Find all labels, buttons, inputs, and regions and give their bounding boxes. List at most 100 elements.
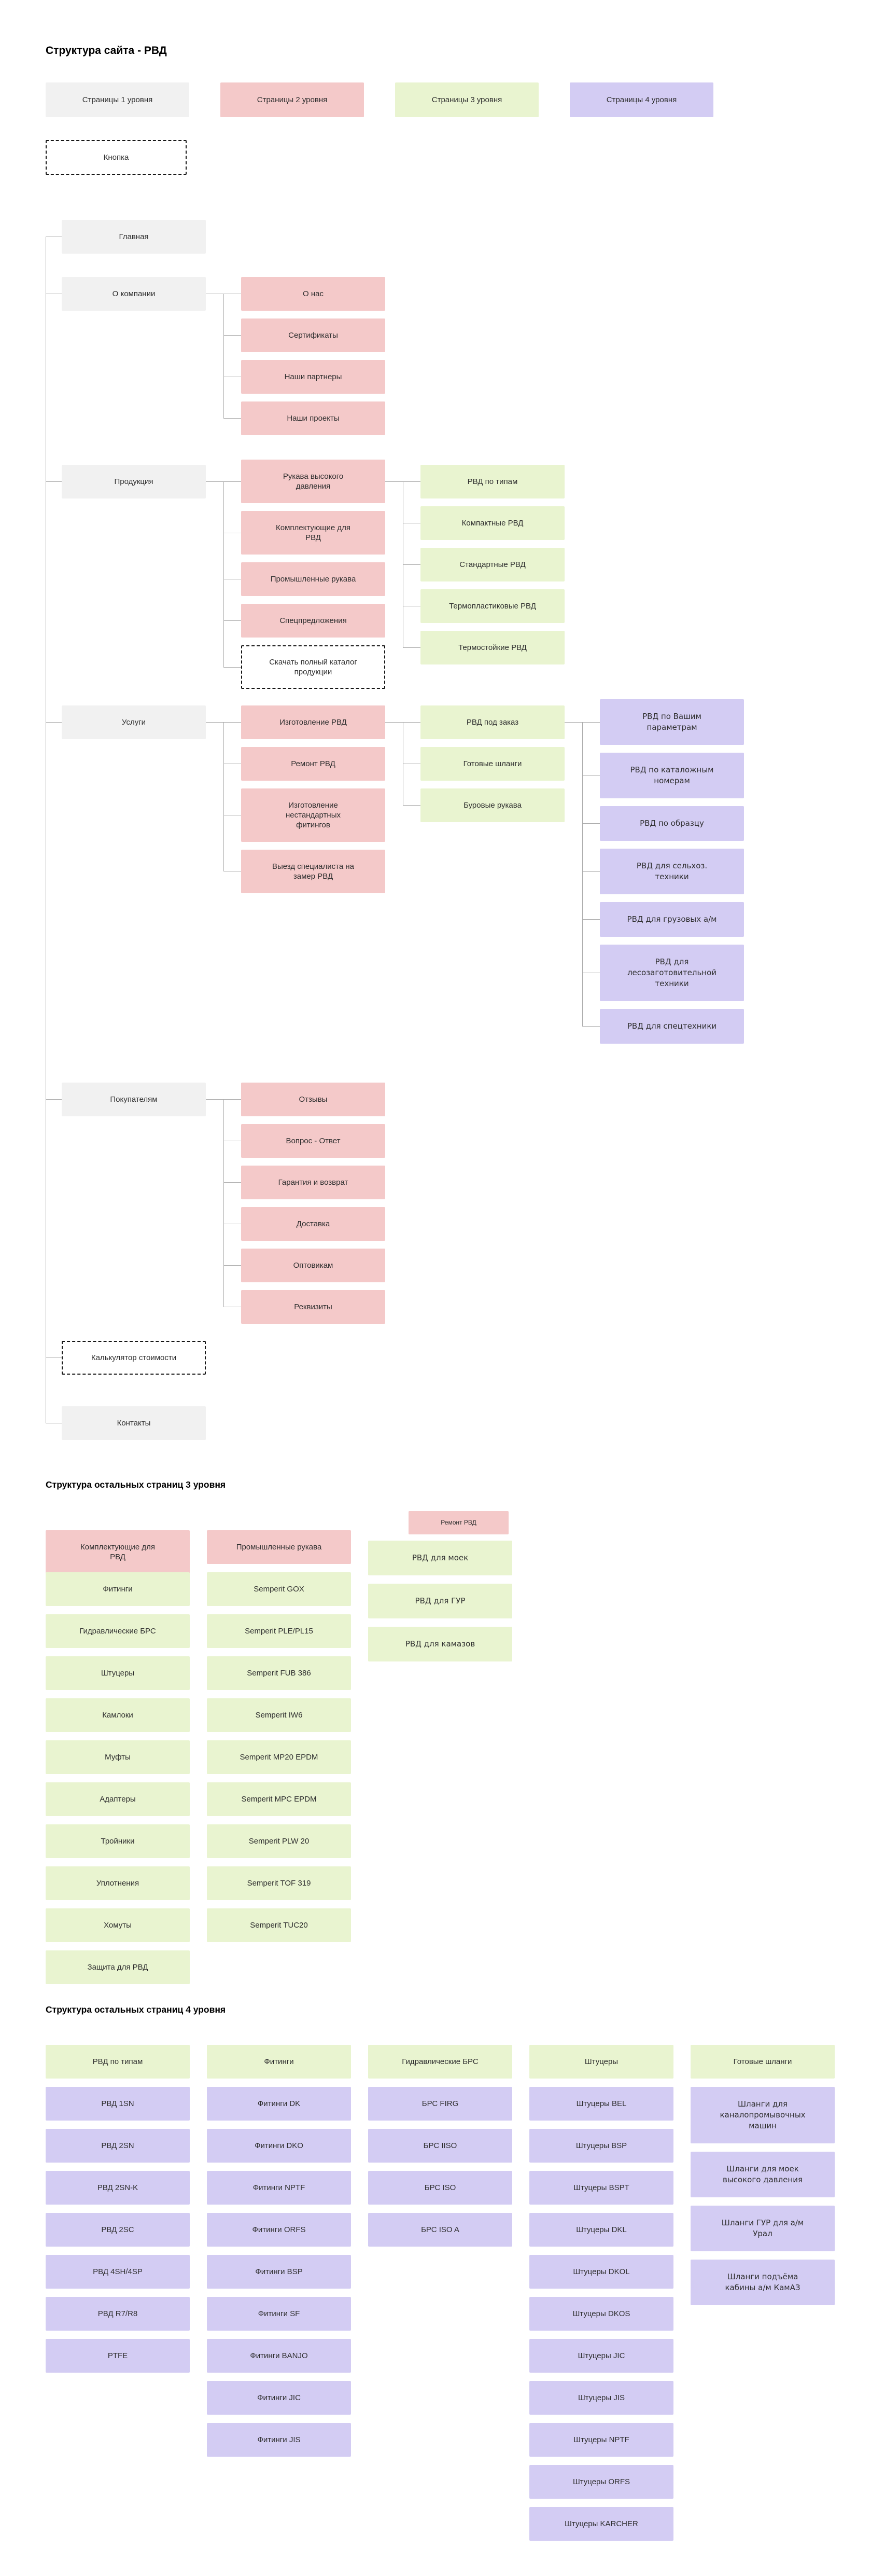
- tree-node-level-1: Услуги: [62, 705, 206, 739]
- section3-item: РВД для моек: [368, 1541, 512, 1575]
- section3-item: Фитинги: [46, 1572, 190, 1606]
- tree-node-level-2: Комплектующие для РВД: [241, 511, 385, 555]
- section3-column-header: Комплектующие для РВД: [46, 1530, 190, 1574]
- connector-line: [582, 1026, 600, 1027]
- connector-line: [223, 418, 241, 419]
- tree-node-level-2: Реквизиты: [241, 1290, 385, 1324]
- section3-item: Штуцеры: [46, 1656, 190, 1690]
- tree-node-level-4: РВД по образцу: [600, 806, 744, 841]
- section4-item: Фитинги BANJO: [207, 2339, 351, 2373]
- section4-item: Штуцеры BSP: [529, 2129, 673, 2163]
- section4-column-header: РВД по типам: [46, 2045, 190, 2079]
- tree-node-level-3: Готовые шланги: [420, 746, 565, 781]
- tree-node-level-2: Рукава высокого давления: [241, 460, 385, 503]
- connector-line: [223, 481, 224, 667]
- section4-item: РВД 2SN-K: [46, 2171, 190, 2205]
- legend-level-3: Страницы 3 уровня: [395, 82, 539, 117]
- section3-item: Гидравлические БРС: [46, 1614, 190, 1648]
- connector-line: [403, 481, 420, 482]
- section3-item: Уплотнения: [46, 1866, 190, 1900]
- section3-item: Semperit PLE/PL15: [207, 1614, 351, 1648]
- connector-line: [582, 722, 600, 723]
- connector-line: [385, 481, 403, 482]
- connector-line: [223, 1099, 224, 1307]
- section4-item: PTFE: [46, 2339, 190, 2373]
- section4-item: Фитинги NPTF: [207, 2171, 351, 2205]
- section4-item: Фитинги DK: [207, 2087, 351, 2121]
- connector-line: [223, 620, 241, 621]
- section4-column-header: Гидравлические БРС: [368, 2045, 512, 2079]
- section3-item: Semperit MPC EPDM: [207, 1782, 351, 1816]
- section4-item: Фитинги JIC: [207, 2381, 351, 2415]
- connector-line: [223, 335, 241, 336]
- connector-line: [46, 1099, 62, 1100]
- connector-line: [223, 667, 241, 668]
- tree-node-level-3: Стандартные РВД: [420, 547, 565, 581]
- connector-line: [206, 1099, 223, 1100]
- tree-node-level-4: РВД для спецтехники: [600, 1009, 744, 1044]
- connector-line: [582, 775, 600, 776]
- section4-item: Фитинги ORFS: [207, 2213, 351, 2247]
- tree-node-level-3: РВД по типам: [420, 464, 565, 498]
- section4-item: Фитинги SF: [207, 2297, 351, 2331]
- section4-item: РВД 1SN: [46, 2087, 190, 2121]
- section4-item: Фитинги JIS: [207, 2423, 351, 2457]
- tree-node-level-2: Наши проекты: [241, 401, 385, 435]
- tree-node-level-2: Отзывы: [241, 1082, 385, 1116]
- section3-item: Адаптеры: [46, 1782, 190, 1816]
- section4-item: Шланги для моек высокого давления: [691, 2152, 835, 2197]
- tree-node-level-1: Контакты: [62, 1406, 206, 1440]
- tree-node-level-2: Выезд специалиста на замер РВД: [241, 849, 385, 893]
- section4-item: Фитинги BSP: [207, 2255, 351, 2289]
- section4-item: Фитинги DKO: [207, 2129, 351, 2163]
- tree-button-node: Скачать полный каталог продукции: [241, 645, 385, 689]
- connector-line: [582, 919, 600, 920]
- connector-line: [403, 647, 420, 648]
- section3-item: Semperit MP20 EPDM: [207, 1740, 351, 1774]
- section4-item: БРС FIRG: [368, 2087, 512, 2121]
- section4-item: РВД 2SC: [46, 2213, 190, 2247]
- section4-item: Штуцеры NPTF: [529, 2423, 673, 2457]
- section3-item: Защита для РВД: [46, 1950, 190, 1984]
- tree-node-level-2: Изготовление РВД: [241, 705, 385, 739]
- connector-line: [582, 823, 600, 824]
- section4-item: БРС ISO A: [368, 2213, 512, 2247]
- legend-level-4: Страницы 4 уровня: [570, 82, 713, 117]
- tree-node-level-1: Главная: [62, 219, 206, 254]
- connector-line: [46, 722, 62, 723]
- section4-item: БРС ISO: [368, 2171, 512, 2205]
- section4-item: Штуцеры DKOL: [529, 2255, 673, 2289]
- section3-item: Semperit TUC20: [207, 1908, 351, 1942]
- tree-node-level-2: Спецпредложения: [241, 604, 385, 638]
- connector-line: [403, 564, 420, 565]
- section3-item: Semperit PLW 20: [207, 1824, 351, 1858]
- section3-column-header: Промышленные рукава: [207, 1530, 351, 1564]
- connector-line: [385, 722, 403, 723]
- section4-item: Штуцеры JIC: [529, 2339, 673, 2373]
- tree-button-node: Калькулятор стоимости: [62, 1340, 206, 1375]
- section4-item: Шланги подъёма кабины а/м КамАЗ: [691, 2260, 835, 2305]
- section3-item: РВД для камазов: [368, 1627, 512, 1661]
- tree-node-level-4: РВД по каталожным номерам: [600, 753, 744, 798]
- tree-node-level-3: РВД под заказ: [420, 705, 565, 739]
- section4-column-header: Штуцеры: [529, 2045, 673, 2079]
- tree-node-level-2: Доставка: [241, 1207, 385, 1241]
- section4-item: Штуцеры BSPT: [529, 2171, 673, 2205]
- button-legend-node: Кнопка: [46, 140, 187, 175]
- section3-item: Semperit GOX: [207, 1572, 351, 1606]
- tree-node-level-1: О компании: [62, 276, 206, 311]
- section4-item: Штуцеры KARCHER: [529, 2507, 673, 2541]
- connector-line: [223, 1099, 241, 1100]
- section4-item: Шланги ГУР для а/м Урал: [691, 2206, 835, 2251]
- connector-line: [223, 294, 224, 418]
- connector-line: [403, 722, 420, 723]
- section3-item: Semperit TOF 319: [207, 1866, 351, 1900]
- section3-item: Semperit FUB 386: [207, 1656, 351, 1690]
- tree-node-level-2: Промышленные рукава: [241, 562, 385, 596]
- tree-node-level-2: Оптовикам: [241, 1248, 385, 1282]
- legend-level-1: Страницы 1 уровня: [46, 82, 189, 117]
- section4-item: Шланги для каналопромывочных машин: [691, 2087, 835, 2143]
- tree-node-level-4: РВД по Вашим параметрам: [600, 699, 744, 745]
- tree-node-level-1: Покупателям: [62, 1082, 206, 1116]
